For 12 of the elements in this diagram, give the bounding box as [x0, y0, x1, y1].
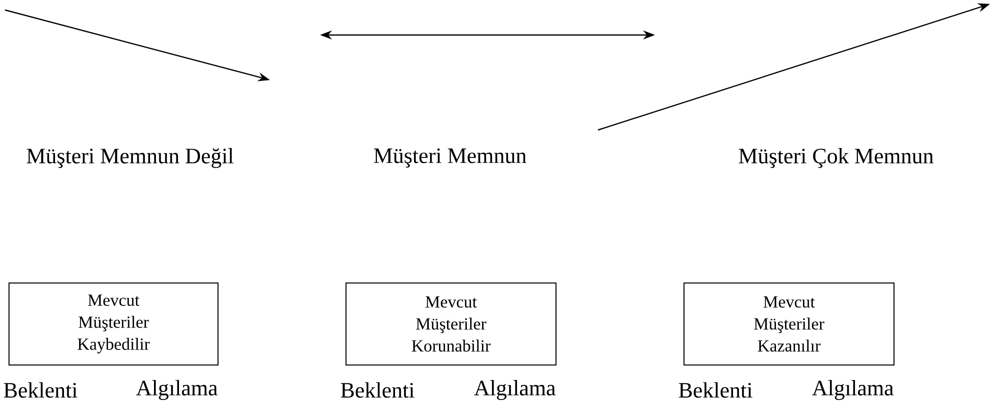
outcome-box: Mevcut Müşteriler Korunabilir: [346, 282, 556, 366]
axis-label: Algılama: [474, 380, 556, 400]
outcome-box: Mevcut Müşteriler Kaybedilir: [8, 282, 218, 366]
axis-label: Algılama: [136, 380, 218, 400]
state-label: Müşteri Memnun: [374, 148, 526, 168]
outcome-box: Mevcut Müşteriler Kazanılır: [684, 282, 894, 366]
state-label: Müşteri Çok Memnun: [738, 148, 934, 168]
axis-label: Beklenti: [678, 382, 752, 398]
state-label: Müşteri Memnun Değil: [26, 148, 234, 168]
axis-label: Algılama: [812, 380, 894, 400]
axis-label: Beklenti: [340, 382, 414, 398]
axis-label: Beklenti: [4, 382, 78, 398]
